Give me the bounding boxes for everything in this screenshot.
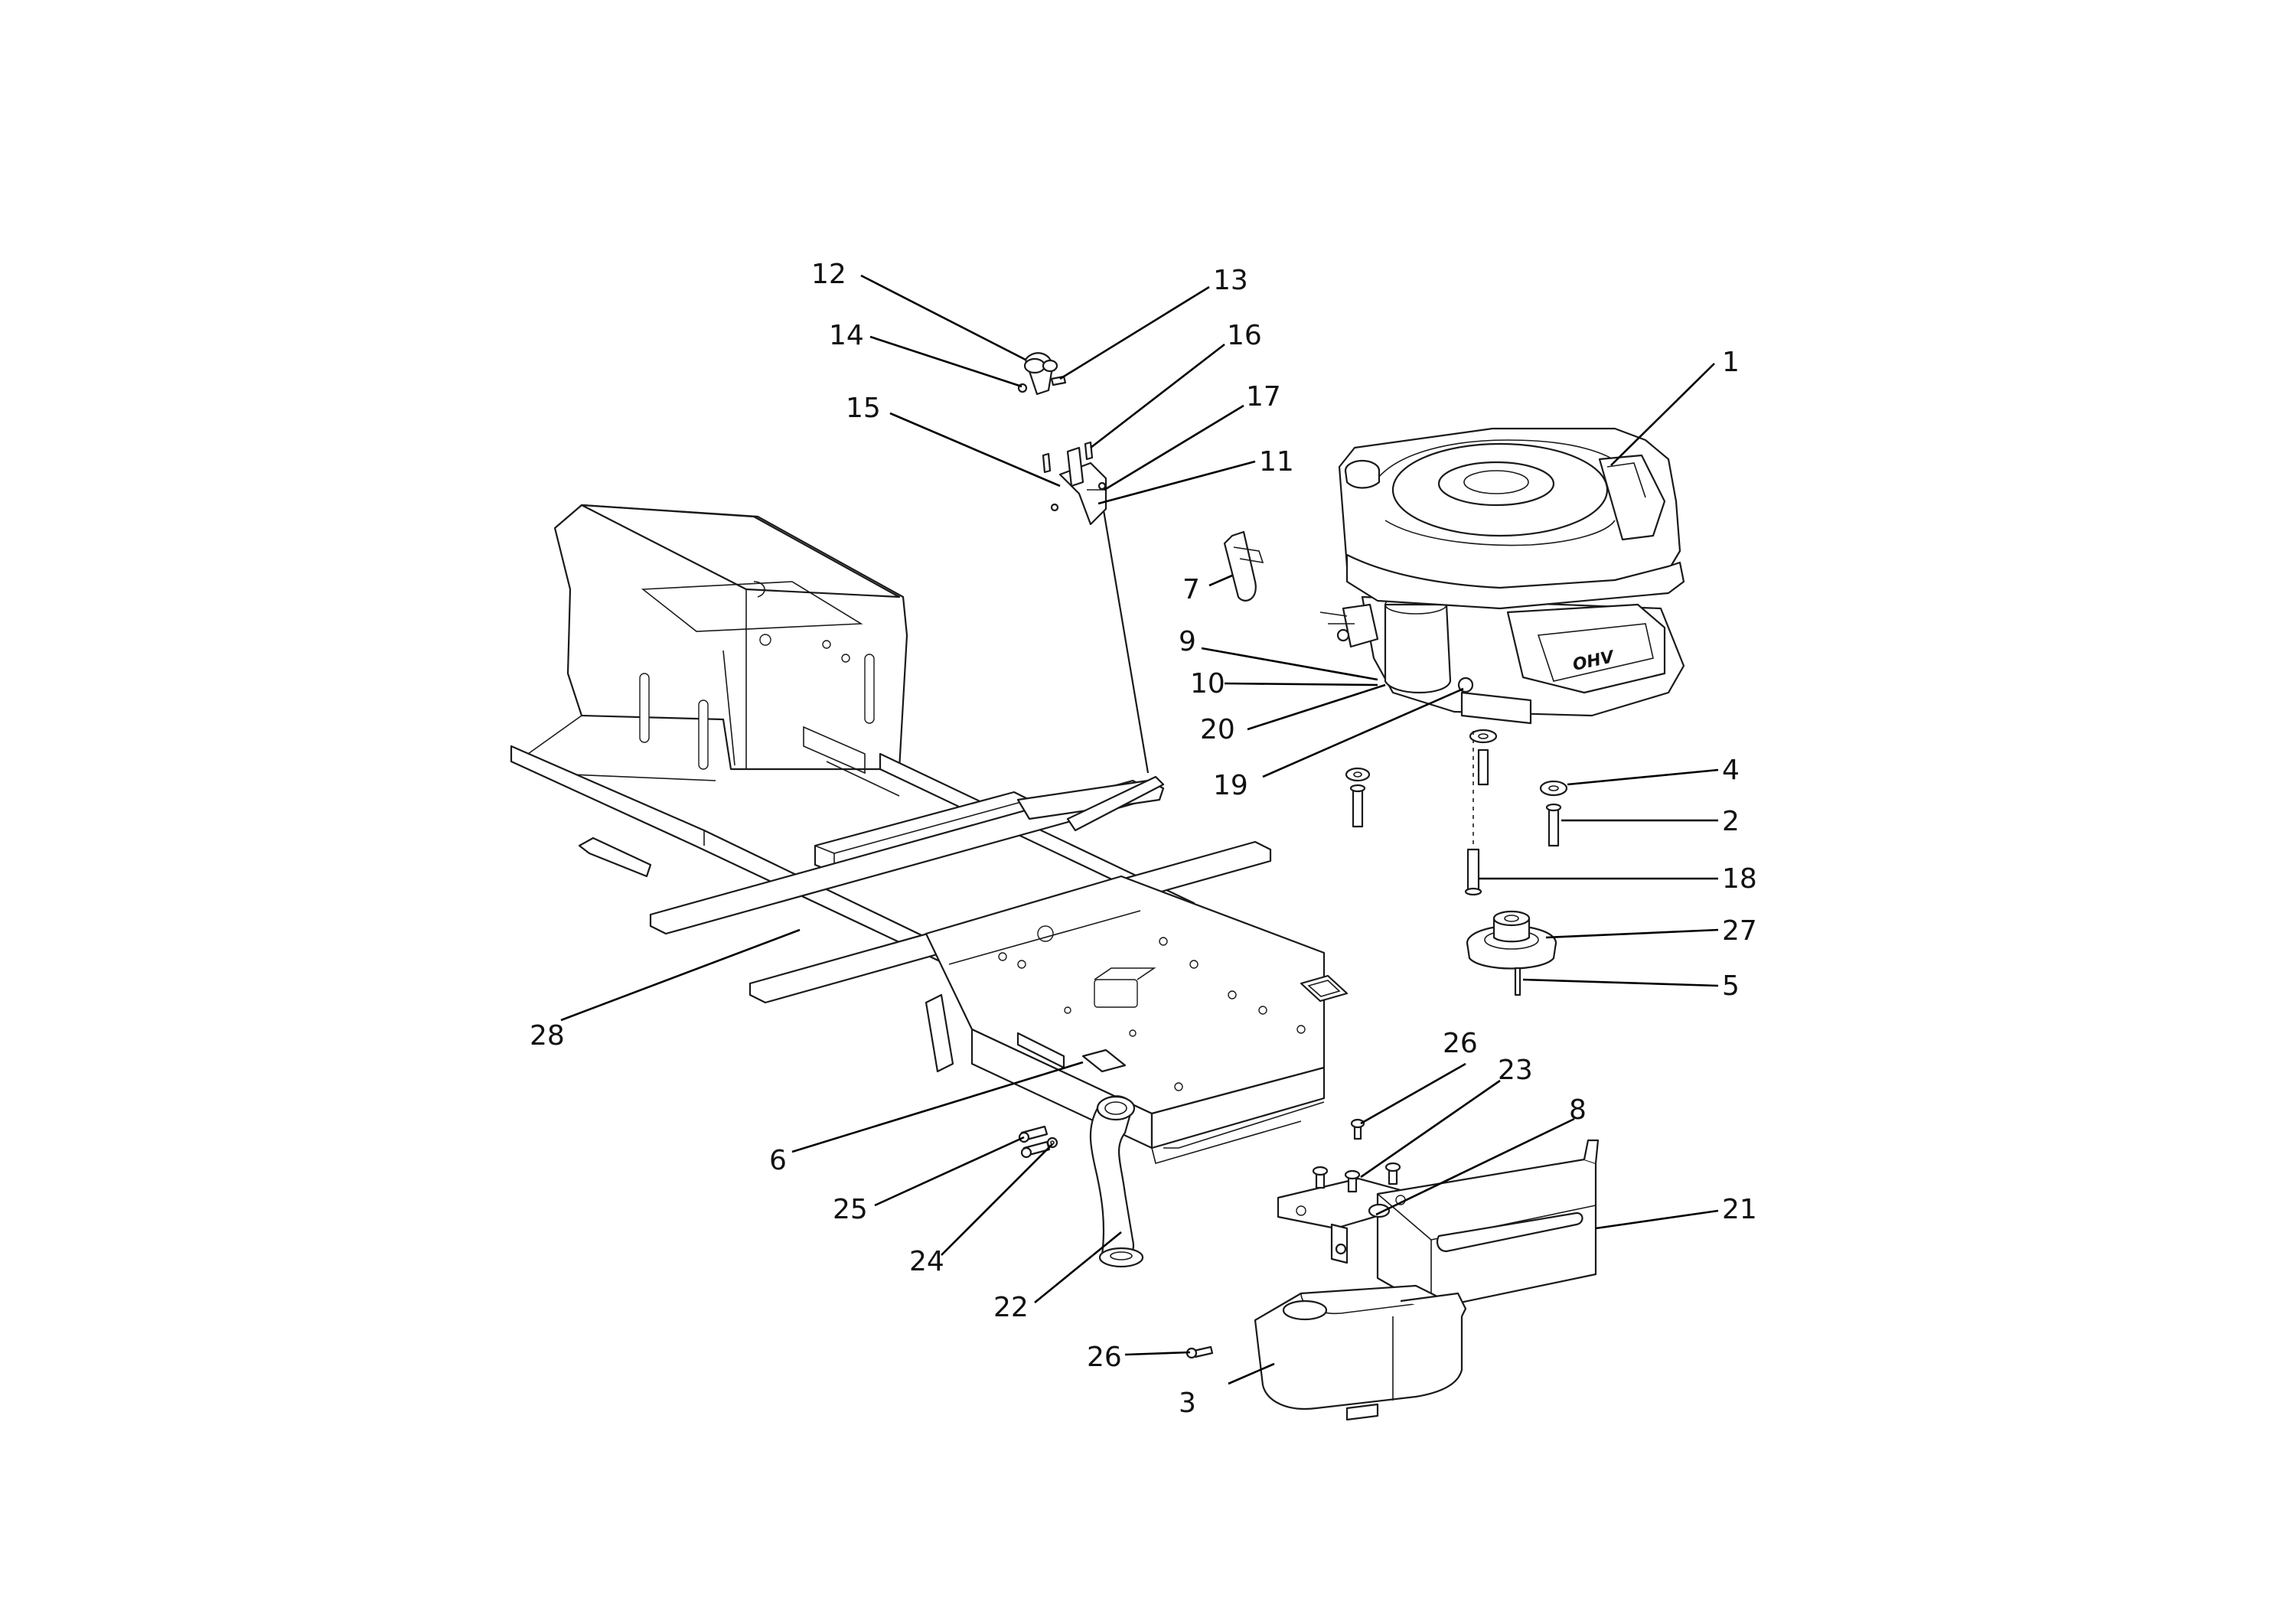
muffler	[1186, 1284, 1467, 1421]
callout-13: 13	[1213, 265, 1248, 296]
leader-20	[1247, 683, 1386, 731]
leader-15	[889, 412, 1061, 488]
leader-8	[1375, 1117, 1575, 1216]
chassis-frame	[510, 504, 1326, 1164]
callout-10: 10	[1190, 668, 1225, 699]
callout-27: 27	[1722, 915, 1757, 947]
callout-4: 4	[1722, 755, 1740, 786]
leader-1	[1610, 363, 1715, 466]
engine: OHV	[1319, 427, 1685, 725]
leader-17	[1104, 404, 1244, 491]
callout-2: 2	[1722, 806, 1740, 837]
leader-7	[1208, 574, 1233, 587]
callout-19: 19	[1213, 770, 1248, 801]
callout-9: 9	[1179, 626, 1196, 657]
callout-7: 7	[1182, 574, 1200, 605]
leader-9	[1201, 647, 1378, 681]
leader-26a	[1360, 1062, 1466, 1125]
leader-24	[941, 1143, 1053, 1256]
callout-11: 11	[1259, 446, 1294, 478]
leader-26b	[1124, 1351, 1191, 1356]
callout-5: 5	[1722, 970, 1740, 1002]
callout-15: 15	[846, 393, 881, 424]
leader-lines	[560, 274, 1719, 1385]
muffler-bracket	[1277, 1118, 1600, 1310]
leader-3	[1228, 1362, 1275, 1385]
exhaust-bolts	[1018, 1125, 1058, 1159]
leader-16	[1090, 343, 1225, 449]
callout-22: 22	[993, 1292, 1029, 1323]
callout-16: 16	[1227, 320, 1262, 351]
callout-17: 17	[1246, 381, 1281, 413]
leader-10	[1224, 682, 1378, 686]
leader-27	[1545, 928, 1719, 939]
callout-26a: 26	[1443, 1028, 1478, 1059]
callout-26b: 26	[1087, 1342, 1122, 1373]
callout-23: 23	[1498, 1055, 1533, 1086]
callout-12: 12	[811, 259, 846, 290]
callout-24: 24	[909, 1246, 944, 1277]
callout-20: 20	[1200, 714, 1235, 745]
leader-5	[1522, 978, 1719, 987]
callout-14: 14	[829, 320, 864, 351]
engine-mount-hardware	[1345, 729, 1568, 996]
callout-numbers: 1 2 3 4 5 6 7 8 9 10 11 12 13 14 15 16 1…	[530, 259, 1757, 1419]
callout-28: 28	[530, 1020, 565, 1052]
leader-25	[874, 1136, 1025, 1207]
leader-13	[1059, 285, 1210, 380]
leader-23	[1360, 1079, 1501, 1179]
leader-22	[1034, 1231, 1122, 1304]
callout-25: 25	[833, 1194, 868, 1225]
leader-14	[869, 335, 1022, 388]
exhaust-pipe	[1089, 1095, 1144, 1268]
callout-21: 21	[1722, 1194, 1757, 1225]
leader-4	[1567, 768, 1719, 786]
callout-3: 3	[1179, 1388, 1196, 1419]
leader-12	[860, 274, 1026, 361]
callout-18: 18	[1722, 863, 1757, 895]
callout-6: 6	[769, 1145, 787, 1176]
throttle-cable-assembly	[1017, 352, 1150, 774]
retaining-clip	[1223, 530, 1264, 602]
leader-6	[791, 1061, 1084, 1153]
leader-28	[560, 928, 801, 1022]
decal-pieces	[1081, 974, 1349, 1073]
leader-11	[1097, 460, 1256, 505]
callout-8: 8	[1569, 1094, 1587, 1126]
leader-19	[1262, 687, 1464, 778]
callout-1: 1	[1722, 347, 1740, 378]
leader-21	[1595, 1209, 1719, 1230]
